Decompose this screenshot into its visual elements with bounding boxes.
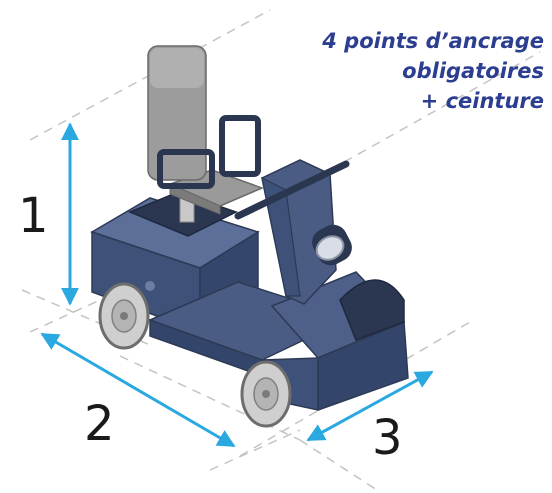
guide-line-top-right — [329, 51, 541, 171]
dimension-arrows — [40, 122, 434, 448]
armrest-right — [219, 115, 261, 177]
caption-line-3: + ceinture — [420, 89, 544, 113]
dimension-label-height: 1 — [18, 188, 49, 244]
headlight-lens — [315, 235, 345, 261]
seat-headrest-shade — [150, 48, 204, 88]
guide-line-floor-left — [29, 299, 101, 333]
dimension-label-length: 2 — [84, 396, 115, 452]
steering-column-face — [261, 176, 301, 297]
length-arrow — [40, 332, 236, 448]
armrest-left — [157, 149, 215, 189]
dimension-label-width: 3 — [372, 410, 403, 466]
rear-reflector — [145, 281, 155, 291]
guide-line-bottom-far — [299, 439, 381, 493]
anchoring-caption: 4 points d’ancrage obligatoires + ceintu… — [244, 26, 544, 116]
width-arrow — [306, 370, 434, 442]
wheel-rear — [98, 282, 150, 350]
wheel-front — [240, 360, 292, 428]
handlebar — [234, 160, 350, 220]
scooter-illustration — [90, 45, 409, 428]
front-fender — [339, 279, 405, 341]
caption-line-1: 4 points d’ancrage — [322, 29, 544, 53]
guide-line-bottom — [209, 429, 301, 471]
caption-line-2: obligatoires — [402, 59, 544, 83]
seat-cushion-side — [169, 183, 221, 215]
